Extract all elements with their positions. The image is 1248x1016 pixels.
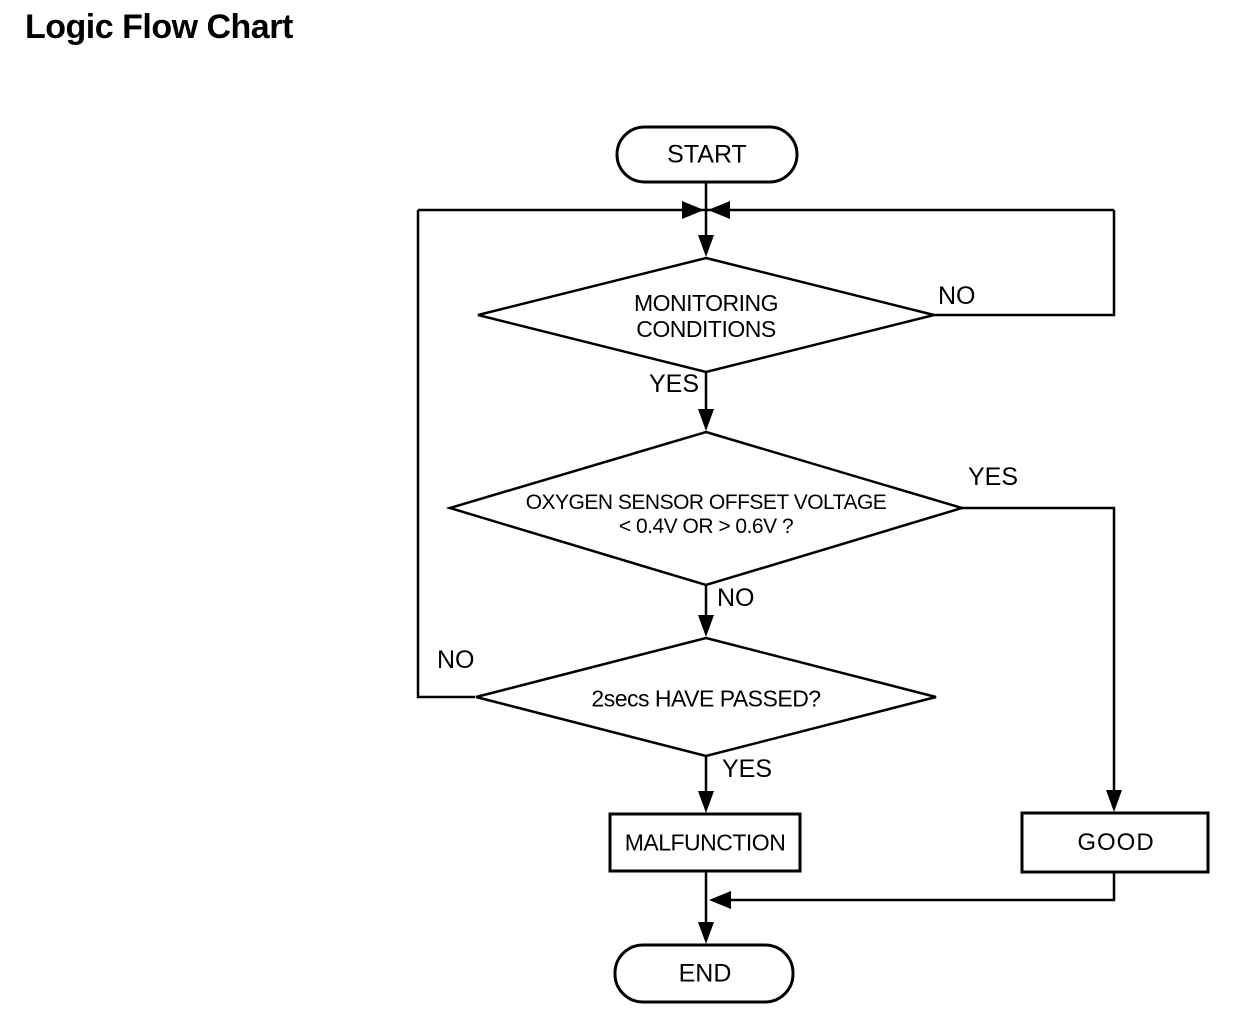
monitoring-decision-shape bbox=[477, 256, 935, 374]
edge-oxygen-yes-to-good bbox=[962, 506, 1116, 806]
arrowhead-into-good-icon bbox=[1106, 790, 1122, 812]
monitoring-no-edge-label: NO bbox=[938, 282, 976, 310]
twosecs-node-label: 2secs HAVE PASSED? bbox=[591, 685, 821, 712]
end-node-label: END bbox=[678, 959, 732, 988]
oxygen-decision-shape bbox=[445, 430, 967, 587]
twosecs-yes-edge-label: YES bbox=[722, 755, 773, 783]
oxygen-label-line1: OXYGEN SENSOR OFFSET VOLTAGE bbox=[525, 491, 887, 514]
arrowhead-into-end-icon bbox=[698, 922, 714, 944]
start-terminator-shape bbox=[615, 125, 799, 184]
page-title: Logic Flow Chart bbox=[25, 8, 293, 46]
monitoring-yes-edge-label: YES bbox=[649, 370, 700, 398]
good-node-label: GOOD bbox=[1077, 829, 1155, 856]
edge-good-merge bbox=[716, 872, 1116, 902]
arrowhead-junction-right-icon bbox=[708, 201, 730, 219]
malfunction-node-label: MALFUNCTION bbox=[624, 829, 786, 856]
arrowheads bbox=[682, 201, 1122, 944]
oxygen-node-label: OXYGEN SENSOR OFFSET VOLTAGE < 0.4V OR >… bbox=[526, 491, 887, 539]
arrowhead-junction-left-icon bbox=[682, 201, 704, 219]
oxygen-no-edge-label: NO bbox=[717, 584, 755, 612]
edge-twosecs-no-loop bbox=[416, 210, 475, 699]
twosecs-no-edge-label: NO bbox=[437, 646, 475, 674]
arrowhead-into-twosecs-icon bbox=[698, 615, 714, 637]
connector-lines bbox=[416, 182, 1116, 938]
arrowhead-merge-left-icon bbox=[709, 891, 731, 909]
good-process-shape bbox=[1020, 811, 1210, 874]
edge-monitoring-no-loop bbox=[933, 210, 1116, 317]
start-node-label: START bbox=[667, 140, 747, 169]
monitoring-label-line1: MONITORING bbox=[633, 290, 779, 316]
end-terminator-shape bbox=[613, 943, 795, 1004]
monitoring-node-label: MONITORING CONDITIONS bbox=[633, 290, 779, 342]
twosecs-decision-shape bbox=[475, 636, 937, 758]
arrowhead-into-oxygen-icon bbox=[698, 409, 714, 431]
oxygen-yes-edge-label: YES bbox=[968, 463, 1019, 491]
oxygen-label-line2: < 0.4V OR > 0.6V ? bbox=[618, 515, 794, 538]
monitoring-label-line2: CONDITIONS bbox=[636, 316, 776, 342]
arrowhead-into-monitoring-icon bbox=[698, 235, 714, 257]
malfunction-process-shape bbox=[608, 812, 802, 873]
node-shapes bbox=[445, 125, 1210, 1004]
arrowhead-into-malfunction-icon bbox=[698, 791, 714, 813]
